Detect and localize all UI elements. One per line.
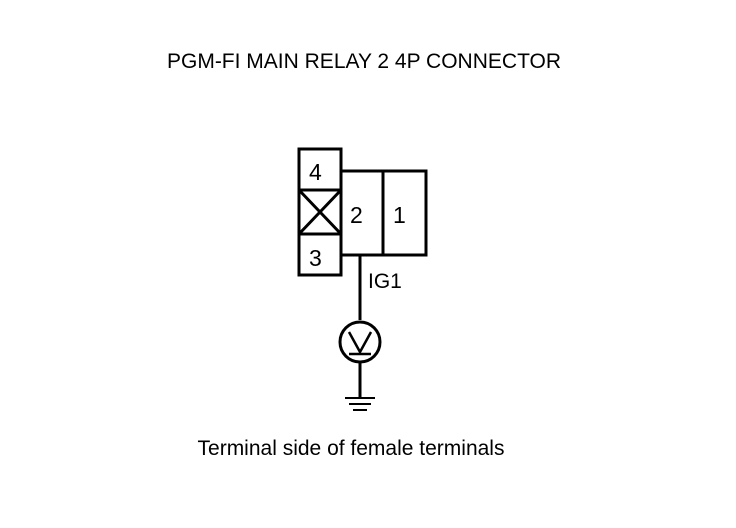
unused-terminal-cross <box>297 188 343 236</box>
diagram-caption: Terminal side of female terminals <box>197 437 505 460</box>
terminal-2-label: 2 <box>350 202 363 228</box>
voltmeter-icon <box>338 320 382 364</box>
ground-icon <box>345 397 375 411</box>
wire-label: IG1 <box>368 270 402 293</box>
terminal-1-label: 1 <box>393 202 406 228</box>
diagram-title: PGM-FI MAIN RELAY 2 4P CONNECTOR <box>166 50 562 73</box>
terminal-3-label: 3 <box>309 245 322 271</box>
terminal-4-label: 4 <box>309 159 322 185</box>
